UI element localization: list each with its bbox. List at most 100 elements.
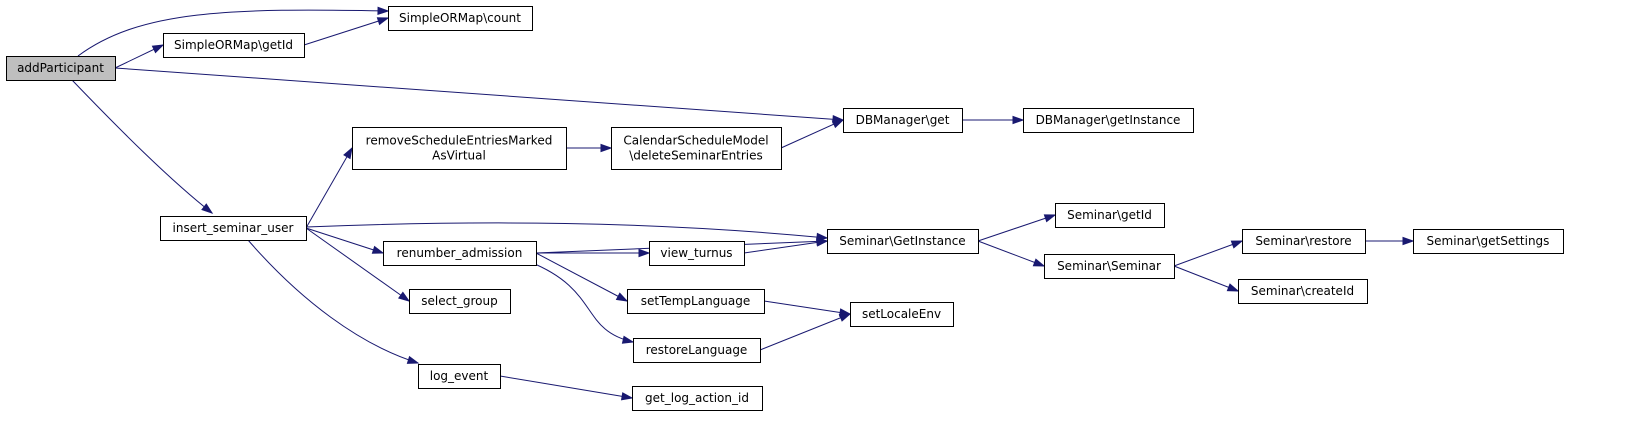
edge-removeSched-to-calDelete [566, 143, 613, 153]
edge-line [247, 239, 419, 364]
node-label: view_turnus [660, 246, 732, 260]
node-select_group[interactable]: select_group [409, 289, 511, 314]
node-box [1242, 229, 1366, 254]
edge-insert_seminar_user-to-removeSched [305, 146, 353, 229]
node-get_log_action_id[interactable]: get_log_action_id [632, 386, 763, 411]
node-view_turnus[interactable]: view_turnus [649, 241, 745, 266]
node-label: Seminar\restore [1255, 234, 1351, 248]
node-box [409, 289, 511, 314]
edge-db_get-to-db_getInstance [962, 115, 1025, 125]
edge-sem_restore-to-sem_getSettings [1365, 236, 1415, 246]
arrow-head [831, 119, 845, 129]
node-db_get[interactable]: DBManager\get [843, 108, 963, 133]
node-label: log_event [430, 369, 489, 383]
edge-sem_GetInstance-to-sem_Seminar [977, 240, 1046, 267]
arrow-head [151, 44, 165, 54]
edge-sem_Seminar-to-sem_createId [1173, 265, 1240, 292]
node-label: restoreLanguage [646, 343, 748, 357]
edge-line [977, 214, 1056, 242]
arrow-head [377, 6, 390, 16]
edge-line [305, 227, 384, 254]
node-label: Seminar\createId [1251, 284, 1354, 298]
edge-renumber_admission-to-view_turnus [536, 248, 651, 258]
node-sem_Seminar[interactable]: Seminar\Seminar [1044, 254, 1175, 279]
node-insert_seminar_user[interactable]: insert_seminar_user [160, 216, 307, 241]
arrow-head [201, 203, 214, 214]
edge-line [763, 300, 851, 315]
edge-insert_seminar_user-to-select_group [305, 227, 411, 302]
edge-insert_seminar_user-to-renumber_admission [305, 227, 385, 254]
arrow-head [1230, 240, 1244, 249]
call-edges [71, 6, 1415, 401]
arrow-head [1032, 258, 1046, 267]
node-sem_restore[interactable]: Seminar\restore [1242, 229, 1366, 254]
edge-insert_seminar_user-to-log_event [247, 239, 420, 364]
edge-restoreLanguage-to-setLocaleEnv [759, 313, 852, 351]
node-sem_getSettings[interactable]: Seminar\getSettings [1413, 229, 1564, 254]
node-setLocaleEnv[interactable]: setLocaleEnv [850, 302, 954, 327]
node-label: addParticipant [17, 61, 104, 75]
edge-line [1173, 240, 1243, 267]
node-renumber_admission[interactable]: renumber_admission [383, 241, 537, 266]
arrow-head [838, 313, 852, 322]
node-label: DBManager\getInstance [1036, 113, 1181, 127]
node-box [649, 241, 745, 266]
node-orm_getId[interactable]: SimpleORMap\getId [163, 33, 305, 58]
edge-line [77, 9, 389, 57]
edge-line [305, 227, 410, 302]
node-box [1044, 254, 1175, 279]
node-box [633, 338, 761, 363]
call-nodes: addParticipant SimpleORMap\countSimpleORM… [6, 6, 1564, 411]
arrow-head [376, 17, 390, 26]
edge-line [529, 261, 634, 343]
edge-line [977, 240, 1045, 267]
node-label: get_log_action_id [645, 391, 749, 405]
edge-line [305, 222, 828, 239]
edge-calDelete-to-db_get [780, 119, 845, 149]
node-sem_GetInstance[interactable]: Seminar\GetInstance [827, 229, 979, 254]
arrow-head [371, 245, 385, 254]
node-box [1023, 108, 1194, 133]
node-db_getInstance[interactable]: DBManager\getInstance [1023, 108, 1194, 133]
node-label: setLocaleEnv [862, 307, 941, 321]
node-box [627, 289, 765, 314]
node-sem_createId[interactable]: Seminar\createId [1238, 279, 1368, 304]
node-restoreLanguage[interactable]: restoreLanguage [633, 338, 761, 363]
edge-line [759, 313, 851, 351]
node-box [1413, 229, 1564, 254]
node-label: select_group [421, 294, 498, 308]
arrow-head [1012, 115, 1025, 125]
edge-sem_Seminar-to-sem_restore [1173, 240, 1244, 267]
edge-line [305, 147, 353, 229]
arrow-head [615, 292, 629, 302]
node-label: CalendarScheduleModel [623, 134, 768, 148]
edge-line [743, 240, 828, 254]
edge-addParticipant-to-insert_seminar_user [71, 79, 214, 214]
node-setTempLanguage[interactable]: setTempLanguage [627, 289, 765, 314]
node-label: Seminar\getId [1067, 208, 1152, 222]
arrow-head [600, 143, 613, 153]
node-box [418, 364, 501, 389]
edge-insert_seminar_user-to-sem_GetInstance [305, 222, 829, 242]
node-box [827, 229, 979, 254]
node-label: setTempLanguage [641, 294, 751, 308]
node-box [632, 386, 763, 411]
node-addParticipant[interactable]: addParticipant [6, 56, 116, 81]
node-sem_getId[interactable]: Seminar\getId [1055, 203, 1165, 228]
node-orm_count[interactable]: SimpleORMap\count [388, 6, 533, 31]
edge-log_event-to-get_log_action_id [499, 375, 634, 401]
edge-line [71, 79, 213, 214]
node-box [1055, 203, 1165, 228]
node-label: SimpleORMap\count [399, 11, 521, 25]
node-box [843, 108, 963, 133]
node-log_event[interactable]: log_event [418, 364, 501, 389]
edge-view_turnus-to-sem_GetInstance [743, 238, 829, 254]
node-box [163, 33, 305, 58]
node-label: renumber_admission [397, 246, 523, 260]
node-calDelete[interactable]: CalendarScheduleModel\deleteSeminarEntri… [611, 127, 782, 170]
node-box [850, 302, 954, 327]
node-label: removeScheduleEntriesMarked [366, 134, 553, 148]
node-box [6, 56, 116, 81]
arrow-head [1043, 214, 1057, 223]
